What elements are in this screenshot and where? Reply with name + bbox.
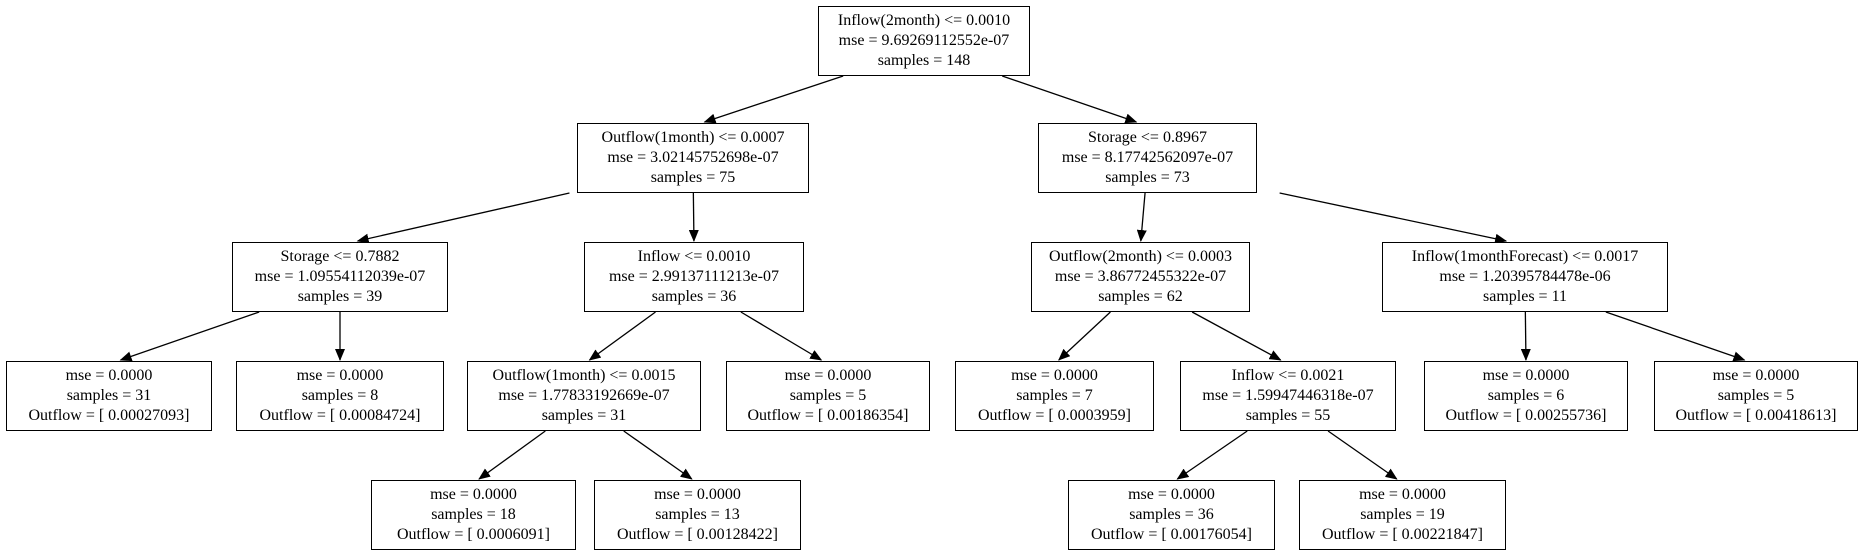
edge-n12-n17 <box>1176 430 1248 480</box>
edge-n0-n1 <box>703 75 844 124</box>
split-node: Storage <= 0.8967 mse = 8.17742562097e-07… <box>1038 123 1257 193</box>
edge-n4-n9 <box>588 311 656 361</box>
samples-label: samples = 148 <box>877 52 971 69</box>
mse-label: mse = 1.59947446318e-07 <box>1202 387 1374 404</box>
edge-n1-n4 <box>688 192 699 242</box>
samples-label: samples = 11 <box>1483 288 1567 305</box>
split-condition: Storage <= 0.8967 <box>1088 129 1207 146</box>
edge-n0-n2 <box>1002 75 1138 124</box>
split-condition: Outflow(2month) <= 0.0003 <box>1049 248 1232 265</box>
edge-n6-n14 <box>1605 311 1746 362</box>
mse-label: mse = 0.0000 <box>784 367 872 384</box>
samples-label: samples = 55 <box>1245 407 1331 424</box>
split-condition: Outflow(1month) <= 0.0015 <box>492 367 676 384</box>
mse-label: mse = 3.86772455322e-07 <box>1054 268 1227 285</box>
mse-label: mse = 9.69269112552e-07 <box>838 32 1010 49</box>
leaf-node: mse = 0.0000 samples = 19 Outflow = [ 0.00… <box>1299 480 1506 550</box>
split-node: Inflow <= 0.0021 mse = 1.59947446318e-07 s… <box>1180 361 1396 431</box>
leaf-node: mse = 0.0000 samples = 6 Outflow = [ 0.002… <box>1424 361 1628 431</box>
samples-label: samples = 18 <box>431 506 516 523</box>
split-node: Storage <= 0.7882 mse = 1.09554112039e-07… <box>232 242 448 312</box>
outflow-value: Outflow = [ 0.0006091] <box>396 526 550 543</box>
samples-label: samples = 31 <box>541 407 627 424</box>
mse-label: mse = 8.17742562097e-07 <box>1061 149 1234 166</box>
edge-n5-n11 <box>1058 311 1111 361</box>
mse-label: mse = 0.0000 <box>1128 486 1215 503</box>
mse-label: mse = 2.99137111213e-07 <box>608 268 780 285</box>
edge-n3-n7 <box>119 311 260 362</box>
split-node: Outflow(1month) <= 0.0007 mse = 3.0214575… <box>577 123 809 193</box>
samples-label: samples = 73 <box>1105 169 1190 186</box>
leaf-node: mse = 0.0000 samples = 8 Outflow = [ 0.000… <box>236 361 444 431</box>
leaf-node: mse = 0.0000 samples = 13 Outflow = [ 0.00… <box>594 480 801 550</box>
outflow-value: Outflow = [ 0.00176054] <box>1090 526 1252 543</box>
edge-n4-n10 <box>740 311 823 361</box>
edge-n1-n3 <box>356 192 570 244</box>
samples-label: samples = 5 <box>1717 387 1795 404</box>
leaf-node: mse = 0.0000 samples = 31 Outflow = [ 0.00… <box>6 361 212 431</box>
outflow-value: Outflow = [ 0.00255736] <box>1445 407 1607 424</box>
split-condition: Inflow <= 0.0021 <box>1231 367 1345 384</box>
samples-label: samples = 36 <box>651 288 737 305</box>
mse-label: mse = 3.02145752698e-07 <box>607 149 779 166</box>
samples-label: samples = 19 <box>1360 506 1445 523</box>
split-node: Inflow <= 0.0010 mse = 2.99137111213e-07 s… <box>584 242 804 312</box>
leaf-node: mse = 0.0000 samples = 5 Outflow = [ 0.001… <box>726 361 930 431</box>
mse-label: mse = 1.77833192669e-07 <box>498 387 670 404</box>
leaf-node: mse = 0.0000 samples = 7 Outflow = [ 0.000… <box>955 361 1154 431</box>
split-node: Outflow(1month) <= 0.0015 mse = 1.7783319… <box>467 361 701 431</box>
split-node: Inflow(1monthForecast) <= 0.0017 mse = 1.… <box>1382 242 1668 312</box>
mse-label: mse = 0.0000 <box>1359 486 1446 503</box>
samples-label: samples = 6 <box>1487 387 1565 404</box>
split-condition: Storage <= 0.7882 <box>280 248 400 265</box>
samples-label: samples = 7 <box>1016 387 1093 404</box>
samples-label: samples = 13 <box>655 506 740 523</box>
samples-label: samples = 5 <box>789 387 867 404</box>
mse-label: mse = 1.20395784478e-06 <box>1439 268 1611 285</box>
edge-n12-n18 <box>1327 430 1398 480</box>
edge-n6-n13 <box>1520 311 1531 361</box>
mse-label: mse = 0.0000 <box>1011 367 1098 384</box>
mse-label: mse = 0.0000 <box>654 486 741 503</box>
mse-label: mse = 0.0000 <box>65 367 153 384</box>
split-condition: Outflow(1month) <= 0.0007 <box>601 129 785 146</box>
outflow-value: Outflow = [ 0.00221847] <box>1321 526 1483 543</box>
mse-label: mse = 0.0000 <box>430 486 517 503</box>
outflow-value: Outflow = [ 0.0003959] <box>977 407 1131 424</box>
split-node: Outflow(2month) <= 0.0003 mse = 3.8677245… <box>1031 242 1250 312</box>
outflow-value: Outflow = [ 0.00128422] <box>616 526 778 543</box>
samples-label: samples = 39 <box>297 288 383 305</box>
leaf-node: mse = 0.0000 samples = 18 Outflow = [ 0.00… <box>371 480 576 550</box>
split-condition: Inflow(1monthForecast) <= 0.0017 <box>1411 248 1639 265</box>
samples-label: samples = 31 <box>66 387 152 404</box>
outflow-value: Outflow = [ 0.00186354] <box>747 407 909 424</box>
leaf-node: mse = 0.0000 samples = 36 Outflow = [ 0.00… <box>1068 480 1275 550</box>
edge-n5-n12 <box>1191 311 1282 361</box>
edge-n9-n16 <box>623 430 693 480</box>
samples-label: samples = 8 <box>301 387 379 404</box>
samples-label: samples = 36 <box>1129 506 1214 523</box>
mse-label: mse = 1.09554112039e-07 <box>254 268 426 285</box>
split-condition: Inflow(2month) <= 0.0010 <box>837 12 1011 29</box>
split-condition: Inflow <= 0.0010 <box>637 248 751 265</box>
split-node: Inflow(2month) <= 0.0010 mse = 9.69269112… <box>818 6 1030 76</box>
mse-label: mse = 0.0000 <box>1482 367 1570 384</box>
samples-label: samples = 75 <box>650 169 736 186</box>
edge-n2-n5 <box>1136 192 1147 242</box>
leaf-node: mse = 0.0000 samples = 5 Outflow = [ 0.004… <box>1654 361 1858 431</box>
samples-label: samples = 62 <box>1098 288 1183 305</box>
outflow-value: Outflow = [ 0.00027093] <box>28 407 190 424</box>
outflow-value: Outflow = [ 0.00084724] <box>259 407 421 424</box>
edge-n9-n15 <box>478 430 546 480</box>
mse-label: mse = 0.0000 <box>1712 367 1800 384</box>
edge-n2-n6 <box>1279 192 1508 244</box>
outflow-value: Outflow = [ 0.00418613] <box>1675 407 1837 424</box>
mse-label: mse = 0.0000 <box>296 367 384 384</box>
